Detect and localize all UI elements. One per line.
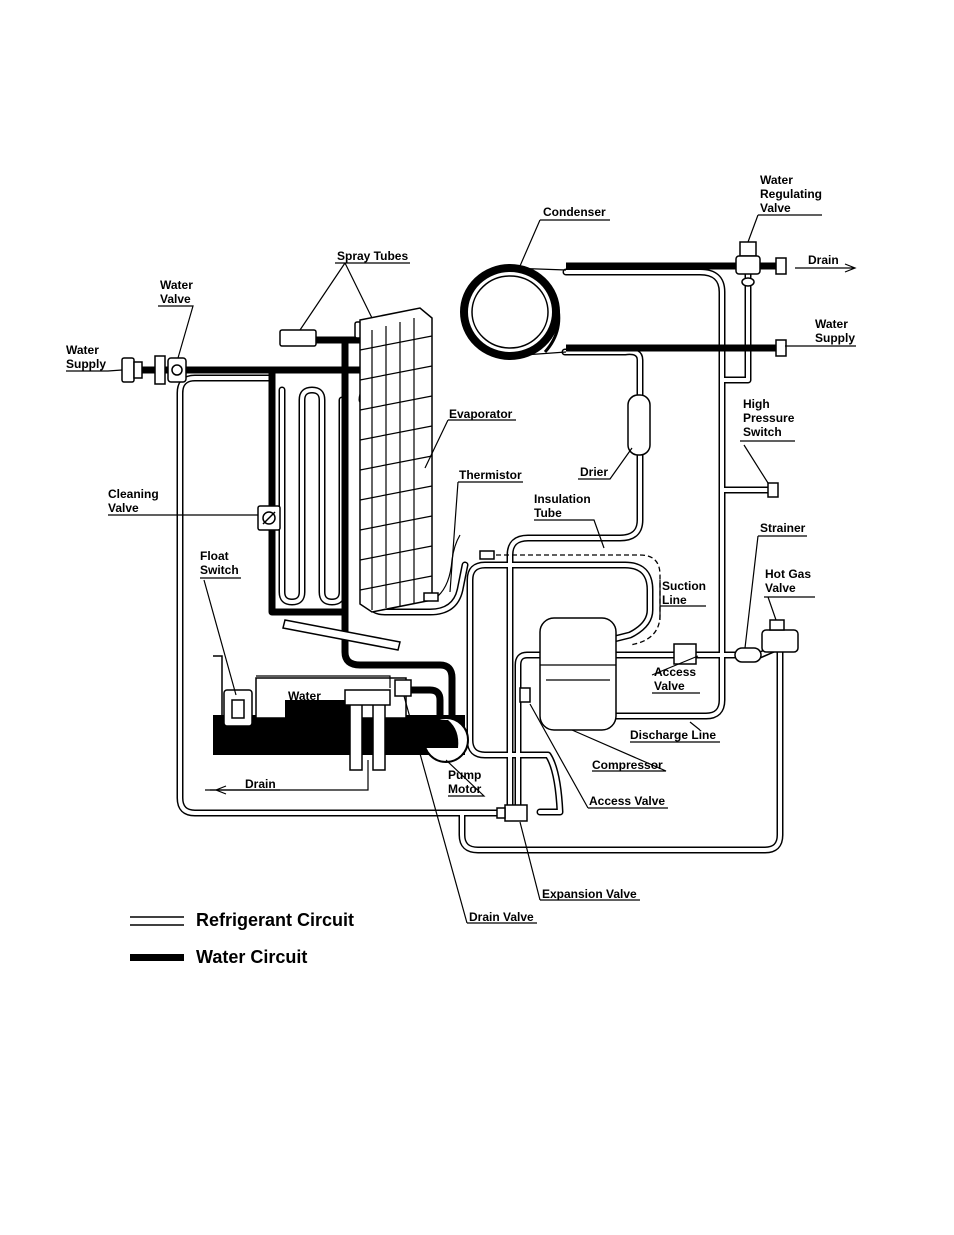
label-water-supply-right: Water Supply [815, 317, 856, 345]
label-pump-motor: Pump Motor [448, 768, 482, 796]
label-high-pressure-switch: High Pressure Switch [743, 397, 795, 439]
label-access-valve-upper: Access Valve [654, 665, 697, 693]
legend-water-symbol [130, 954, 184, 961]
label-spray-tubes: Spray Tubes [337, 249, 409, 263]
label-condenser: Condenser [543, 205, 606, 219]
leader-lines [66, 214, 857, 924]
legend-water-label: Water Circuit [196, 947, 308, 967]
label-thermistor: Thermistor [459, 468, 522, 482]
label-expansion-valve: Expansion Valve [542, 887, 637, 901]
float-switch [223, 689, 253, 727]
label-evaporator: Evaporator [449, 407, 513, 421]
label-water-supply-left: Water Supply [66, 343, 107, 371]
hot-gas-valve [761, 619, 799, 653]
pump-motor [394, 679, 469, 763]
label-drain-right: Drain [808, 253, 839, 267]
label-water-tank: Water Tank [288, 689, 321, 717]
label-strainer: Strainer [760, 521, 806, 535]
legend-refrigerant-label: Refrigerant Circuit [196, 910, 355, 930]
insulation-tube [479, 550, 661, 646]
legend-refrigerant-symbol [130, 916, 184, 926]
expansion-valve [496, 804, 528, 822]
label-insulation-tube: Insulation Tube [534, 492, 591, 520]
label-water-regulating-valve: Water Regulating Valve [760, 173, 822, 215]
label-drier: Drier [580, 465, 609, 479]
condenser-coil [460, 264, 567, 360]
label-compressor: Compressor [592, 758, 663, 772]
label-water-valve: Water Valve [160, 278, 193, 306]
cleaning-valve [257, 505, 281, 531]
label-float-switch: Float Switch [200, 549, 239, 577]
label-hot-gas-valve: Hot Gas Valve [765, 567, 812, 595]
drain-valve [210, 619, 401, 791]
label-access-valve-lower: Access Valve [589, 794, 666, 808]
label-drain-left: Drain [245, 777, 276, 791]
label-suction-line: Suction Line [662, 579, 706, 607]
label-drain-valve: Drain Valve [469, 910, 534, 924]
evaporator-plate [359, 307, 433, 613]
label-cleaning-valve: Cleaning Valve [108, 487, 159, 515]
water-regulating-valve [735, 241, 761, 287]
high-pressure-switch [767, 482, 779, 498]
water-supply-fittings [121, 257, 787, 385]
compressor [519, 617, 617, 731]
strainer [734, 647, 762, 663]
label-discharge-line: Discharge Line [630, 728, 717, 742]
drier [627, 394, 651, 456]
legend-symbols [130, 916, 184, 961]
